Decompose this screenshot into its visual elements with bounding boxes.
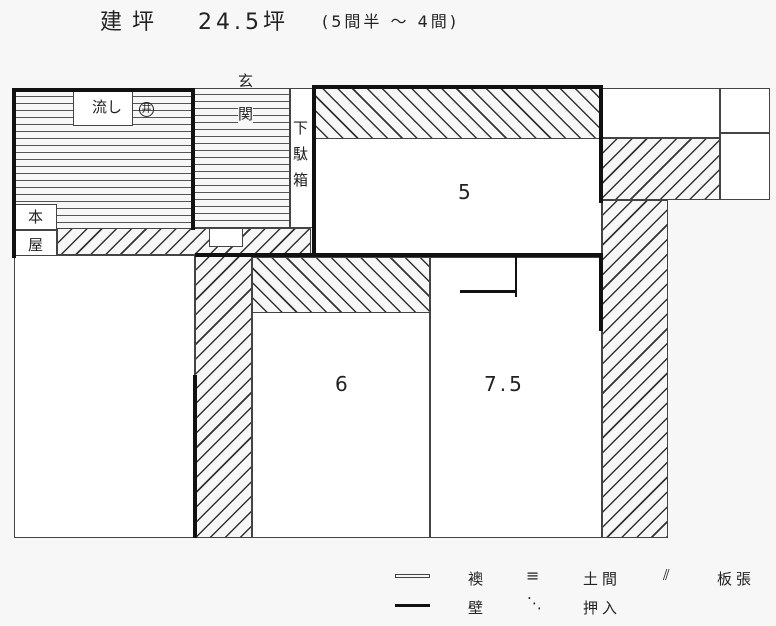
legend-itabari-symbol: ⫽ xyxy=(663,566,670,584)
floorboard-corridor xyxy=(195,255,252,538)
main-house-label-2: 屋 xyxy=(28,236,44,254)
room-7-5 xyxy=(430,257,602,538)
legend-itabari: 板張 xyxy=(717,570,756,588)
legend-oshiire: 押入 xyxy=(583,599,622,617)
entrance-label-bottom: 関 xyxy=(238,103,254,124)
room-7-5-label: 7.5 xyxy=(484,372,525,396)
sink-label: 流し xyxy=(92,98,123,116)
closet-room6 xyxy=(252,257,430,313)
title-span: (5間半 ～ 4間) xyxy=(322,12,460,31)
wall xyxy=(312,85,603,89)
closet-room5 xyxy=(313,86,602,139)
room-6 xyxy=(252,312,430,538)
entrance-label-top: 玄 xyxy=(238,72,254,90)
wall xyxy=(599,253,603,331)
legend-wall-symbol xyxy=(395,604,430,607)
wall xyxy=(460,290,516,293)
floorboard-strip xyxy=(57,228,311,255)
room-5-label: 5 xyxy=(458,180,471,204)
legend-wall: 壁 xyxy=(468,599,484,617)
floorboard-right xyxy=(602,138,720,200)
legend-doma: 土間 xyxy=(583,570,622,588)
wall xyxy=(12,88,16,258)
wall xyxy=(191,88,195,230)
shoe-box-label-1: 下 xyxy=(293,119,309,137)
wall xyxy=(515,257,517,297)
wall xyxy=(193,375,197,538)
right-box-a xyxy=(602,88,720,138)
right-box-b xyxy=(720,88,770,133)
wall xyxy=(599,85,603,203)
wall xyxy=(312,85,316,255)
sink-box xyxy=(73,88,133,126)
wall xyxy=(195,253,603,257)
right-box-c xyxy=(720,133,770,200)
main-house-bottom xyxy=(14,230,57,257)
main-house-label-1: 本 xyxy=(28,208,44,226)
floorboard-corridor-right xyxy=(602,200,668,538)
title-label: 建坪 xyxy=(100,10,165,35)
legend-oshiire-symbol: ⋱ xyxy=(527,594,542,612)
step xyxy=(209,228,243,247)
wall xyxy=(12,88,194,92)
room-6-label: 6 xyxy=(335,372,348,396)
lower-left-room xyxy=(14,255,195,538)
shoe-box-label-3: 箱 xyxy=(293,171,309,189)
well-symbol: 井 xyxy=(139,102,154,117)
legend-doma-symbol: ≡ xyxy=(526,566,540,585)
legend-fusuma-symbol xyxy=(395,574,430,578)
title-area: 24.5坪 xyxy=(198,10,289,35)
legend-fusuma: 襖 xyxy=(468,570,484,588)
shoe-box-label-2: 駄 xyxy=(293,145,309,163)
